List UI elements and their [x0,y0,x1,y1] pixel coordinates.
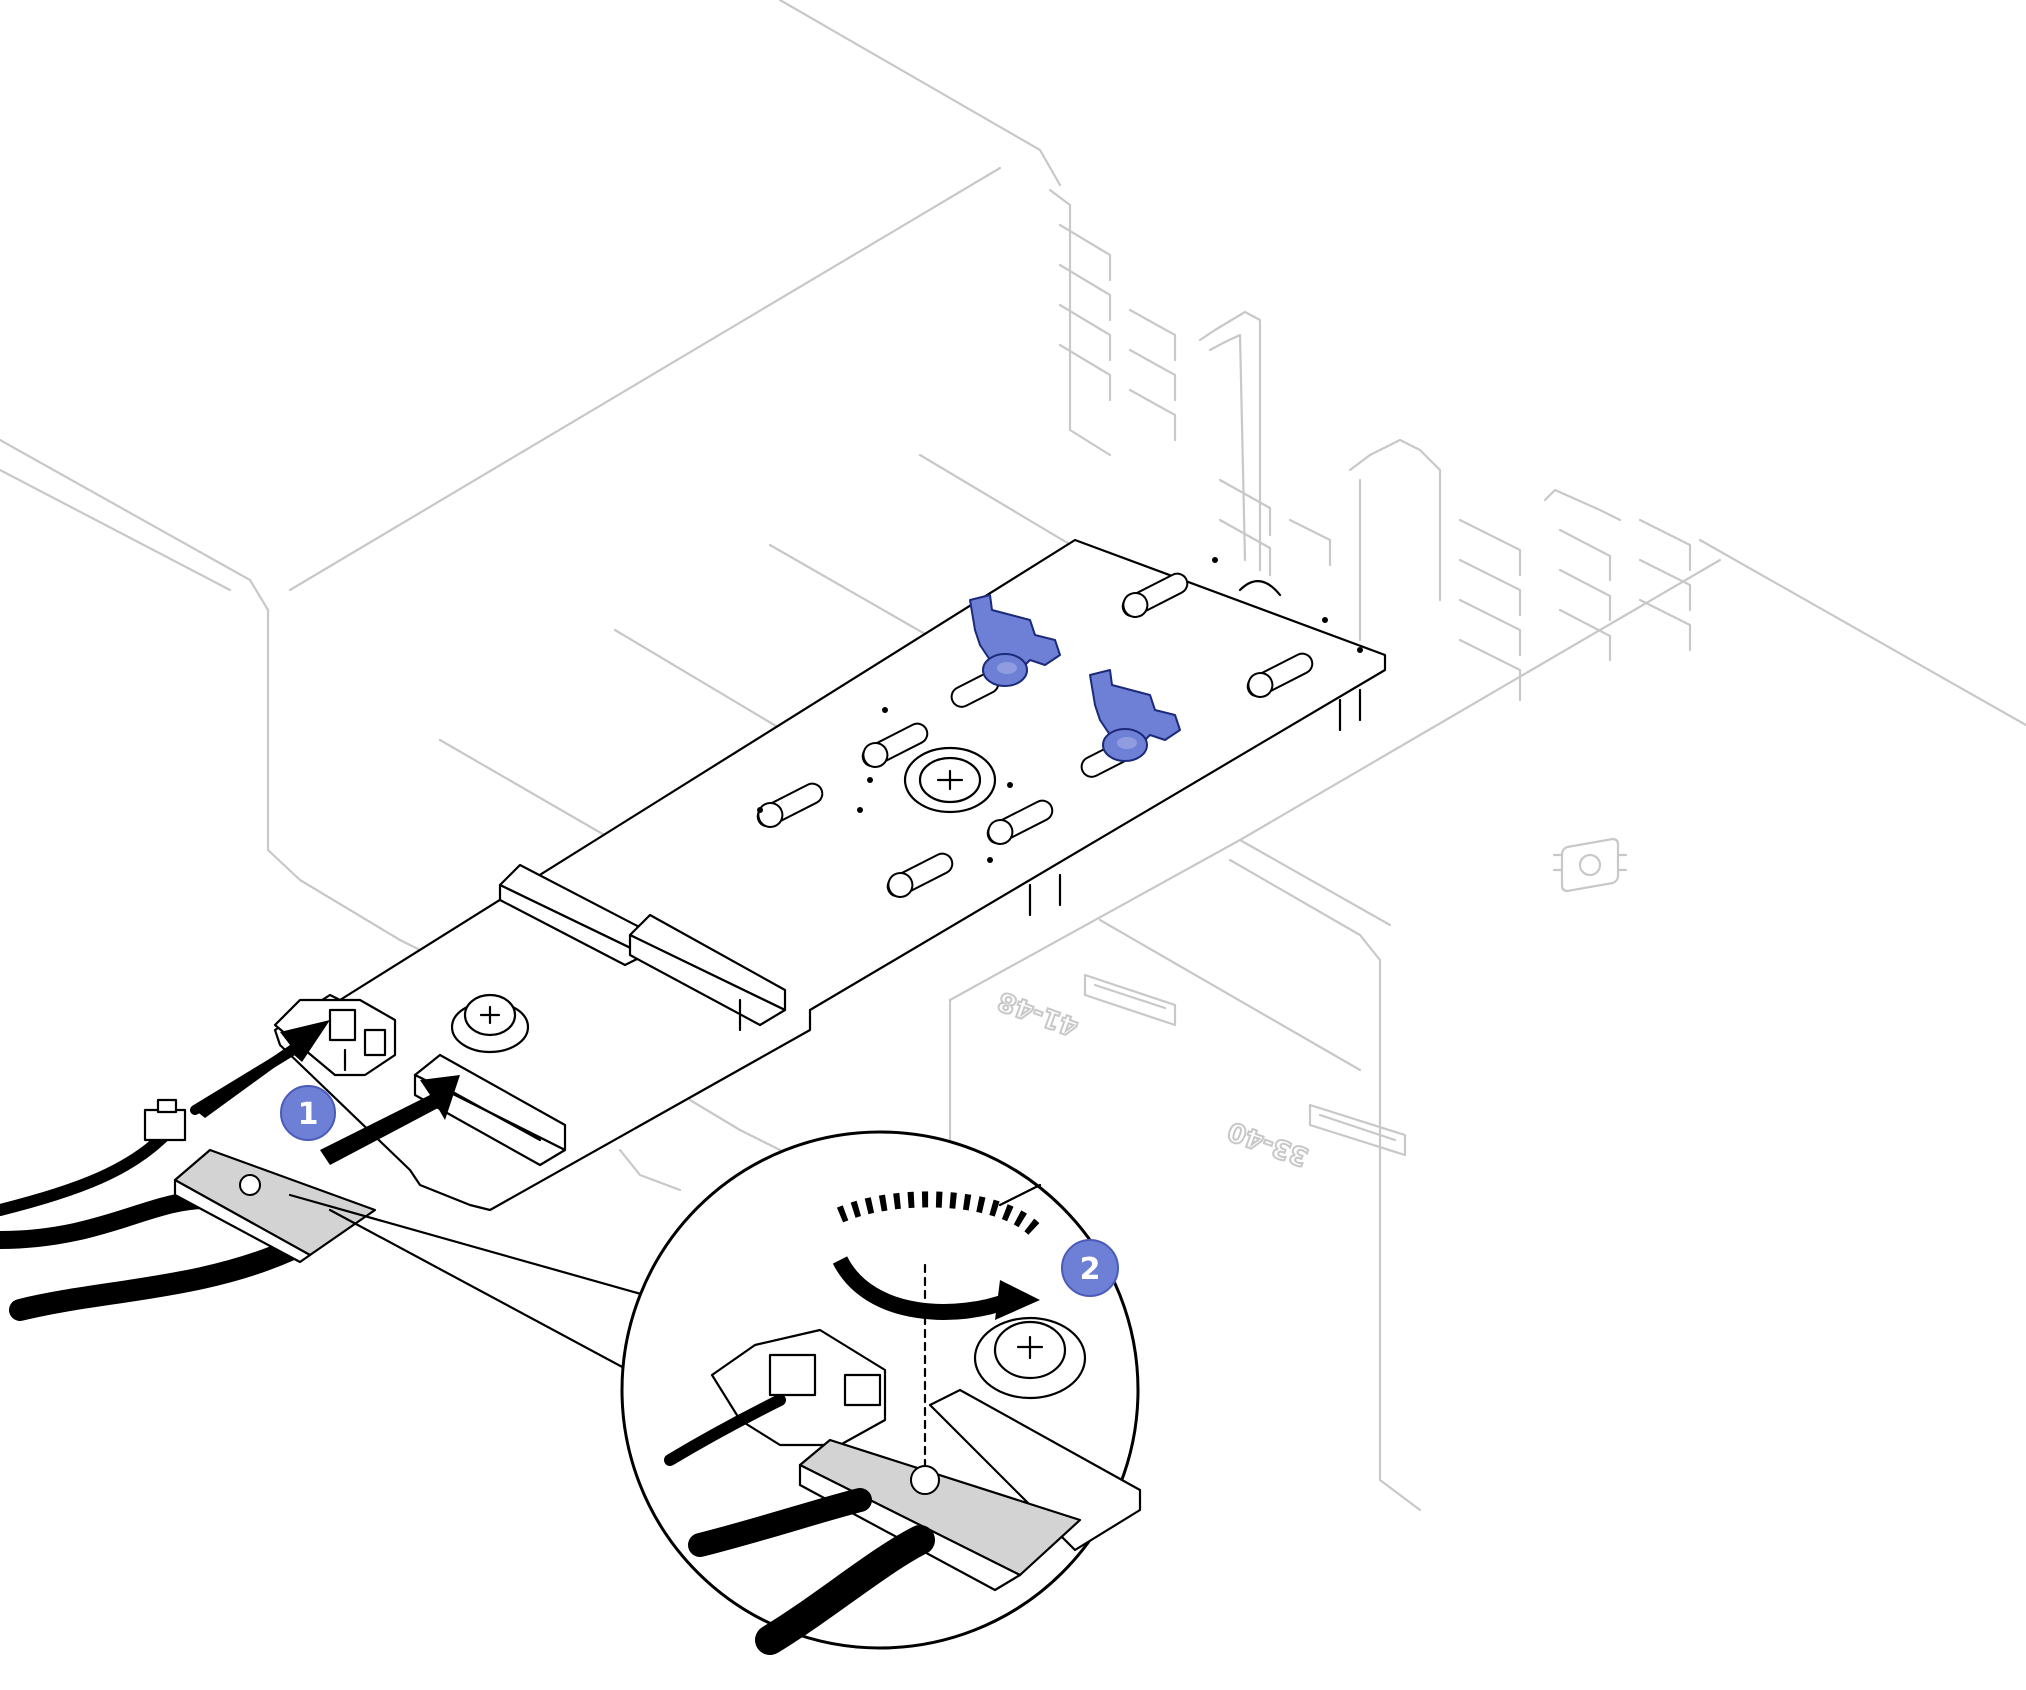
step-2-number: 2 [1080,1252,1101,1287]
screw-icon [973,1316,1087,1400]
keyhole-slots [756,572,1314,898]
mounting-dots [757,557,1363,863]
m2-retainer-latch-2[interactable] [1089,669,1181,762]
m2-slot-connector [498,863,787,1032]
screw-icon [450,993,530,1054]
arrow-icon [195,1020,330,1118]
dimm-slot-label-lower: 33-40 [1224,1115,1312,1172]
step-1-callout: 1 [280,1085,336,1141]
power-connector [273,998,397,1077]
detail-inset [620,1130,1142,1655]
signal-cable [0,1191,301,1321]
step-1-number: 1 [298,1097,319,1132]
signal-cable-bracket [173,1148,377,1264]
arrow-icon [320,1075,460,1165]
step-2-callout: 2 [1061,1239,1119,1297]
dimm-slot-label-upper: 41-48 [994,985,1082,1042]
m2-retainer-latch-1[interactable] [969,594,1061,687]
rotate-arrow-icon [832,1191,1041,1320]
processor-icon [1552,837,1628,893]
screw-icon [903,746,997,814]
dimm-icon [1083,973,1407,1157]
